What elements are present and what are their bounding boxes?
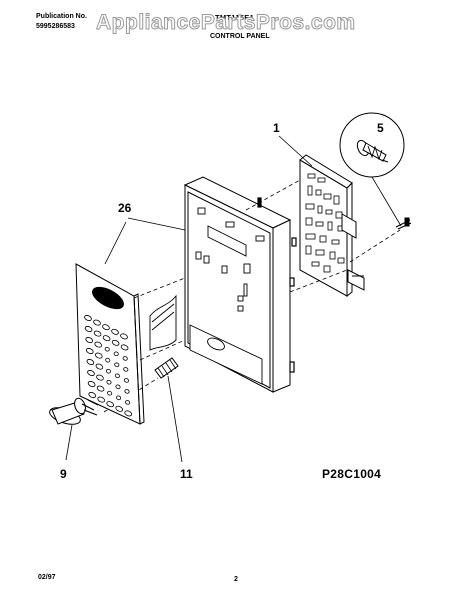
keypad-key — [125, 400, 131, 405]
footer-date: 02/97 — [38, 574, 56, 581]
keypad-key — [93, 330, 102, 337]
keypad-key — [86, 359, 95, 365]
watermark: AppliancePartsPros.com — [96, 11, 356, 34]
keypad-key — [120, 333, 128, 340]
keypad-key — [94, 341, 103, 348]
keypad-key — [111, 328, 119, 335]
keypad-key — [96, 385, 105, 392]
keypad-key — [102, 335, 111, 342]
keypad-key — [97, 396, 106, 403]
keypad-key — [120, 344, 129, 351]
keypad-key — [106, 401, 115, 408]
circuit-board — [299, 154, 365, 298]
keypad-key — [107, 390, 113, 396]
keypad-key — [116, 395, 122, 401]
keypad-key — [124, 410, 133, 417]
shaft-spring — [154, 357, 179, 379]
diagram-reference-code: P28C1004 — [322, 467, 382, 481]
keypad-key — [94, 352, 103, 359]
keypad-key — [87, 370, 95, 376]
screw-detail — [339, 112, 412, 230]
keypad-key — [115, 405, 124, 412]
keypad-key — [114, 373, 120, 379]
keypad-key — [124, 389, 130, 394]
callout-part-11: 11 — [180, 467, 193, 481]
keypad-key — [115, 384, 121, 390]
keypad-key — [104, 346, 110, 352]
keypad-key — [84, 326, 93, 332]
keypad-key — [84, 315, 92, 321]
keypad-key — [111, 339, 120, 346]
keypad-key — [88, 392, 97, 398]
keypad-key — [96, 374, 104, 381]
footer-page-number: 2 — [234, 576, 238, 583]
callout-part-1: 1 — [273, 121, 280, 135]
callout-part-26: 26 — [118, 201, 132, 215]
keypad-key — [95, 363, 104, 370]
callout-part-9: 9 — [60, 467, 67, 481]
publication-label: Publication No. — [36, 13, 87, 20]
control-panel-housing — [183, 176, 297, 393]
keypad-key — [102, 324, 110, 331]
keypad-key — [93, 319, 101, 326]
keypad-overlay — [75, 263, 145, 425]
publication-number: 5995286583 — [36, 23, 75, 30]
keypad-key — [85, 337, 94, 343]
section-title: CONTROL PANEL — [210, 33, 270, 40]
keypad-key — [87, 381, 96, 387]
keypad-key — [123, 367, 129, 372]
keypad-key — [123, 378, 129, 383]
keypad-key — [114, 362, 120, 368]
callout-part-5: 5 — [377, 121, 384, 135]
keypad-key — [122, 356, 128, 361]
leader-lines — [65, 135, 313, 463]
model-number: TMT115E1 — [215, 13, 255, 22]
keypad-key — [105, 357, 111, 363]
keypad-key — [106, 379, 112, 385]
ribbon-cable — [149, 294, 177, 351]
release-button — [49, 397, 99, 425]
keypad-key — [85, 348, 94, 354]
keypad-key — [105, 368, 111, 374]
keypad-key — [113, 351, 119, 357]
